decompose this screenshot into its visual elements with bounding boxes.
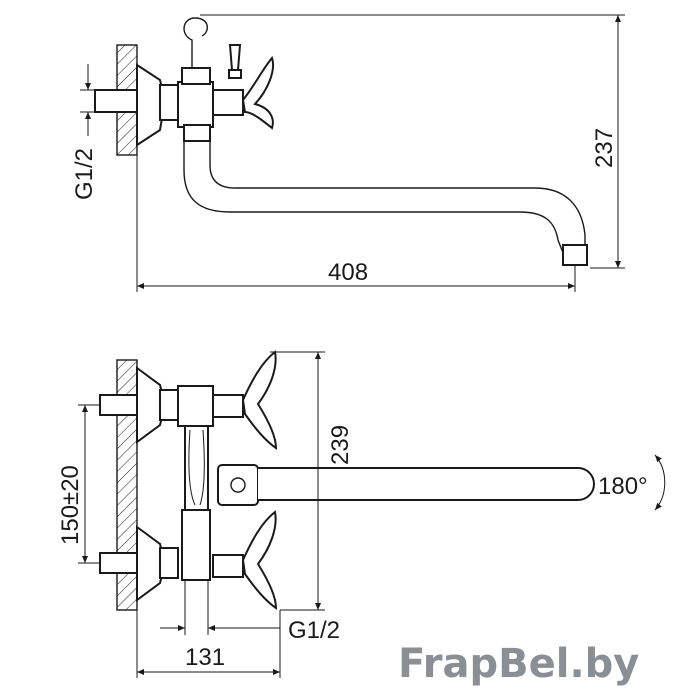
handle-stem-top <box>212 89 244 116</box>
spout-arm-front <box>258 467 595 501</box>
body-front <box>177 385 214 427</box>
wall-hatch-front <box>116 359 138 611</box>
handle-lower-front <box>241 510 278 610</box>
hook-icon <box>183 17 208 68</box>
thread-label-top: G1/2 <box>71 148 98 200</box>
rotation-label: 180° <box>598 473 648 500</box>
handle-cross-top <box>241 55 274 130</box>
body-cap-top <box>181 67 211 85</box>
spout-base-front <box>217 464 259 506</box>
top-view: 237 408 G1/2 <box>71 14 625 292</box>
body-top <box>177 81 214 128</box>
watermark-brand: FrapBel.by <box>398 641 639 687</box>
body-lower-top <box>183 124 211 142</box>
front-view: 180° 239 150±20 G1/2 131 <box>57 350 666 678</box>
lever-top <box>228 44 242 71</box>
inlet-upper-front <box>99 394 141 416</box>
aerator-top <box>562 244 588 266</box>
dim-131: 131 <box>185 644 225 671</box>
spout-pipe-top <box>183 141 566 259</box>
nut-top <box>159 84 179 121</box>
inlet-lower-front <box>99 552 141 574</box>
rotation-arrow-icon <box>654 454 666 511</box>
handle-upper-front <box>241 350 278 450</box>
spout-pivot <box>230 477 246 493</box>
dim-239: 239 <box>327 425 354 465</box>
thread-label-front: G1/2 <box>288 617 340 644</box>
dim-237: 237 <box>591 128 618 168</box>
dim-408: 408 <box>328 259 368 286</box>
inlet-pipe-top <box>94 89 141 113</box>
dim-150: 150±20 <box>57 465 84 545</box>
